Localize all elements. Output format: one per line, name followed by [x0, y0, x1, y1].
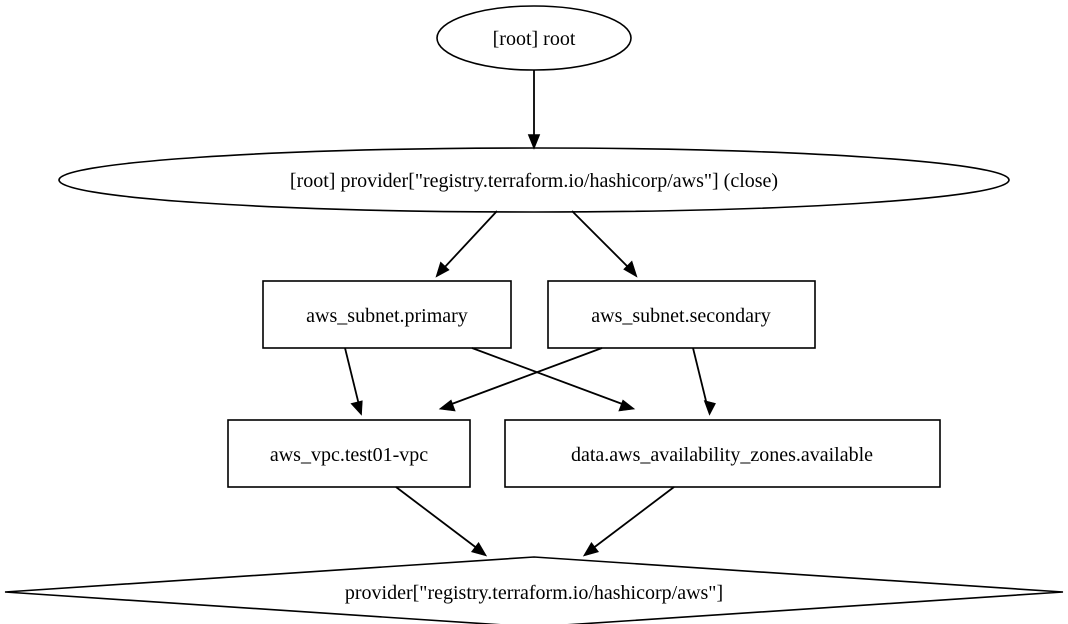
node-label-data-aws-availability-zones-available: data.aws_availability_zones.available — [570, 444, 874, 466]
node-shape-aws-subnet-secondary[interactable] — [547, 280, 816, 349]
node-label-provider-close: [root] provider["registry.terraform.io/h… — [289, 170, 779, 192]
edge-aws-vpc-test01-vpc-to-provider-aws — [395, 486, 488, 557]
node-shape-data-aws-availability-zones-available[interactable] — [504, 419, 941, 488]
edge-root-to-provider-close — [527, 70, 541, 150]
edge-aws-subnet-primary-to-aws-vpc-test01-vpc — [344, 347, 363, 416]
node-label-aws-subnet-secondary: aws_subnet.secondary — [591, 305, 771, 327]
node-shape-aws-vpc-test01-vpc[interactable] — [227, 419, 471, 488]
edge-provider-close-to-aws-subnet-primary — [435, 210, 498, 278]
edge-aws-subnet-primary-to-data-aws-availability-zones-available — [471, 347, 636, 412]
node-shape-aws-subnet-primary[interactable] — [262, 280, 512, 349]
node-shape-provider-aws[interactable] — [4, 556, 1064, 624]
edge-aws-subnet-secondary-to-aws-vpc-test01-vpc — [438, 347, 603, 412]
node-label-root: [root] root — [492, 28, 576, 50]
node-label-aws-subnet-primary: aws_subnet.primary — [306, 305, 468, 327]
node-label-provider-aws: provider["registry.terraform.io/hashicor… — [344, 582, 724, 604]
edge-provider-close-to-aws-subnet-secondary — [571, 210, 638, 278]
edge-data-aws-availability-zones-available-to-provider-aws — [582, 486, 675, 557]
edge-aws-subnet-secondary-to-data-aws-availability-zones-available — [692, 347, 716, 416]
node-label-aws-vpc-test01-vpc: aws_vpc.test01-vpc — [269, 444, 429, 466]
